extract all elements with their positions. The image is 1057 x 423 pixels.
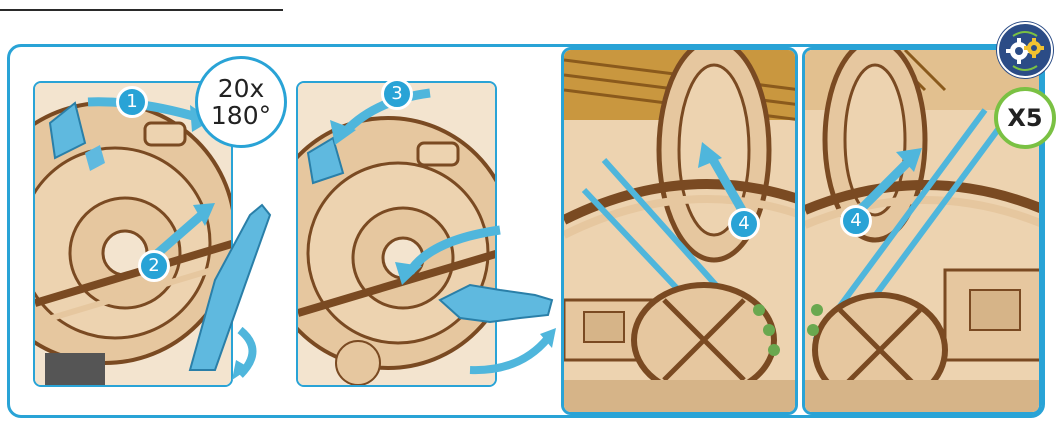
top-rule bbox=[0, 9, 283, 11]
step-label: 3 bbox=[391, 85, 402, 103]
repeat-label: X5 bbox=[1007, 104, 1042, 132]
rotation-badge: 20x 180° bbox=[195, 56, 287, 148]
step-label: 2 bbox=[148, 257, 159, 275]
gears-icon bbox=[997, 22, 1053, 78]
repeat-badge: X5 bbox=[994, 87, 1056, 149]
step-label: 4 bbox=[850, 212, 861, 230]
step-number-4-left: 4 bbox=[728, 208, 760, 240]
step-label: 1 bbox=[126, 93, 137, 111]
step-number-4-right: 4 bbox=[840, 205, 872, 237]
panel-step-3 bbox=[296, 81, 497, 387]
step-number-3: 3 bbox=[381, 78, 413, 110]
rotation-count: 20x bbox=[218, 75, 265, 102]
model-illustration bbox=[298, 83, 497, 387]
model-illustration bbox=[564, 50, 798, 415]
step-number-2: 2 bbox=[138, 250, 170, 282]
step-label: 4 bbox=[738, 215, 749, 233]
rotation-angle: 180° bbox=[211, 102, 271, 129]
step-number-1: 1 bbox=[116, 86, 148, 118]
panel-step-4-left bbox=[561, 47, 798, 415]
